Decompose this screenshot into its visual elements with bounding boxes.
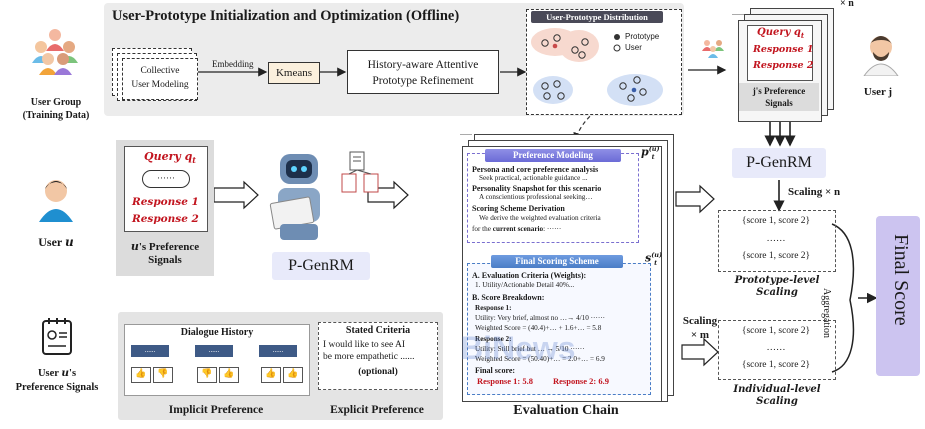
times-n-label: × n [840, 0, 854, 9]
scaling-n-label: Scaling × n [788, 186, 841, 198]
thumbs-down-icon: 👎 [197, 367, 217, 383]
legend-user: User [625, 43, 642, 52]
final-score-label: Final Score [890, 234, 912, 326]
signals-clipboard-icon [40, 316, 74, 356]
offline-title: User-Prototype Initialization and Optimi… [112, 8, 460, 24]
bottom-user-signals-label: User u's Preference Signals [15, 367, 99, 393]
bubble-1: ...... [131, 345, 169, 357]
thumbs-up-icon: 👍 [283, 367, 303, 383]
embedding-label: Embedding [212, 59, 254, 69]
user-u-avatar [36, 174, 76, 222]
robot-icon [262, 150, 336, 242]
kmeans-box: Kmeans [268, 62, 320, 84]
thumbs-up-icon: 👍 [131, 367, 151, 383]
preference-modeling-header: Preference Modeling [485, 149, 621, 162]
history-refinement-box: History-aware Attentive Prototype Refine… [347, 50, 499, 94]
explicit-preference-label: Explicit Preference [330, 404, 424, 416]
userj-response-2: Response 2 [753, 60, 814, 71]
hollow-arrow-1 [213, 180, 259, 210]
pgenrm-center: P-GenRM [272, 252, 370, 280]
prototype-distribution-box: User-Prototype Distribution Prototype Us… [526, 9, 682, 115]
document-icon [338, 150, 382, 194]
thumbs-down-icon: 👎 [153, 367, 173, 383]
bubble-2: ...... [195, 345, 233, 357]
prototype-level-label: Prototype-level Scaling [734, 275, 820, 298]
watermark: BiNews [460, 330, 576, 366]
prototype-cluster-plot [531, 28, 663, 106]
useru-query: Query qt [144, 150, 196, 166]
pgenrm-right: P-GenRM [732, 148, 826, 178]
final-r1: Response 1: 5.8 [477, 376, 533, 386]
s-symbol: s(u)t [645, 251, 663, 267]
implicit-preference-label: Implicit Preference [168, 404, 264, 416]
hollow-arrow-4 [681, 337, 719, 367]
useru-signals-card: Query qt ······ Response 1 Response 2 u'… [116, 140, 214, 276]
bubble-3: ...... [259, 345, 297, 357]
userj-signals-label: j's Preference Signals [739, 83, 819, 111]
stated-criteria-box: Stated Criteria I would like to see AI b… [318, 322, 438, 390]
useru-dialogue-bubble: ······ [142, 170, 190, 188]
userj-query: Query qt [757, 27, 805, 40]
final-score-box: Final Score [876, 216, 920, 376]
final-scoring-header: Final Scoring Scheme [491, 255, 623, 268]
distribution-title: User-Prototype Distribution [531, 11, 663, 23]
thumbs-up-icon: 👍 [219, 367, 239, 383]
prototype-scores-box [718, 210, 836, 272]
user-j-label: User j [863, 86, 893, 98]
evaluation-chain-card: p(u)t Preference Modeling Persona and co… [462, 145, 663, 402]
final-scoring-box [467, 263, 651, 395]
useru-response-2: Response 2 [132, 213, 199, 225]
dialogue-history-box: Dialogue History ...... ...... ...... 👍 … [124, 324, 310, 396]
user-group-icon [30, 25, 80, 80]
user-u-label: User u [38, 235, 74, 249]
aggregation-label: Aggregation [821, 288, 832, 338]
p-symbol: p(u)t [641, 145, 660, 161]
hollow-arrow-3 [675, 184, 715, 214]
collective-modeling-box: Collective User Modeling [122, 58, 198, 100]
userj-signals-card: Query qt Response 1 Response 2 j's Prefe… [738, 20, 822, 122]
individual-scores-box [718, 320, 836, 380]
evaluation-chain-caption: Evaluation Chain [513, 403, 619, 418]
user-group-label: User Group (Training Data) [22, 97, 90, 121]
individual-level-label: Individual-level Scaling [733, 384, 821, 407]
thumbs-up-icon: 👍 [261, 367, 281, 383]
useru-response-1: Response 1 [132, 196, 199, 208]
small-group-icon [700, 38, 726, 60]
final-r2: Response 2: 6.9 [553, 376, 609, 386]
useru-signals-label: u's Preference Signals [130, 240, 200, 266]
userj-response-1: Response 1 [753, 44, 814, 55]
scaling-m-label: Scaling × m [682, 315, 718, 341]
legend-prototype: Prototype [625, 32, 660, 41]
user-j-avatar [860, 30, 902, 76]
